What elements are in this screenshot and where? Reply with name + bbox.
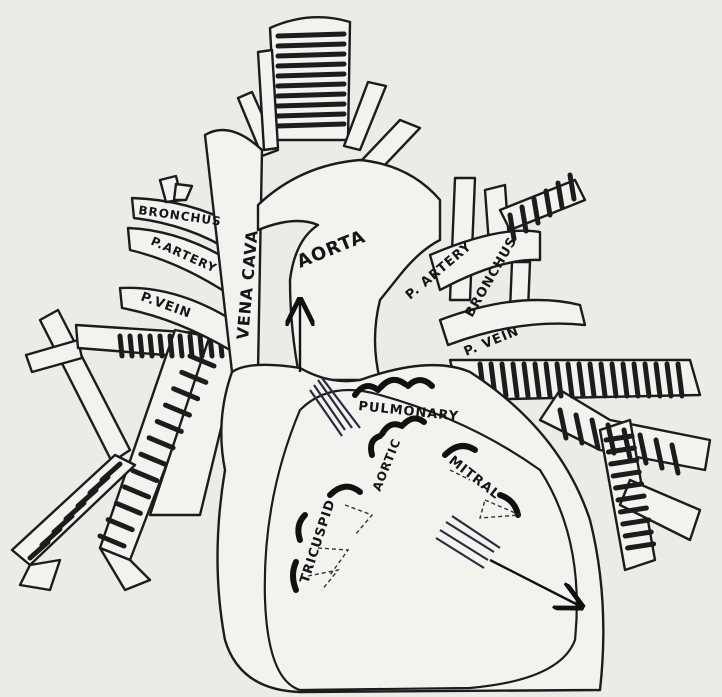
cartilage-ring: [278, 64, 344, 66]
aorta: [258, 160, 440, 380]
cartilage-ring: [278, 44, 344, 46]
cartilage-ring: [278, 74, 344, 76]
cartilage-ring: [278, 54, 344, 56]
cartilage-ring: [170, 336, 172, 356]
cartilage-ring: [278, 104, 344, 106]
cartilage-ring: [200, 336, 202, 356]
cartilage-ring: [278, 114, 344, 116]
cartilage-ring: [180, 336, 182, 356]
cartilage-ring: [140, 336, 142, 356]
cartilage-ring: [150, 336, 152, 356]
cartilage-ring: [278, 34, 344, 36]
trachea: [270, 17, 350, 140]
cartilage-ring: [278, 94, 344, 96]
left-lung-vessels: [12, 310, 240, 590]
cartilage-ring: [160, 336, 162, 356]
cartilage-ring: [130, 336, 132, 356]
cartilage-ring: [278, 124, 344, 126]
cartilage-ring: [278, 84, 344, 86]
cartilage-ring: [120, 336, 122, 356]
cartilage-ring: [190, 336, 192, 356]
